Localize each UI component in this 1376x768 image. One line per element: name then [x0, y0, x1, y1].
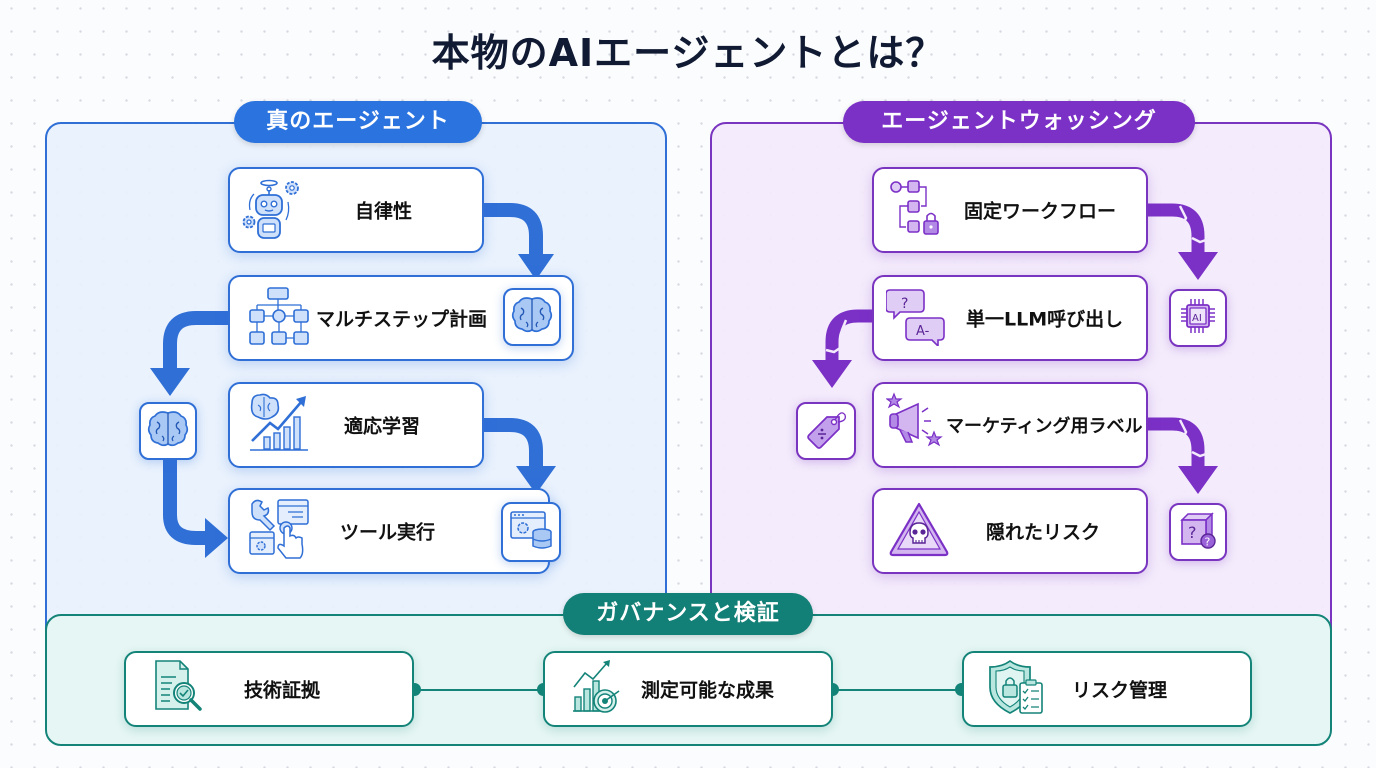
card-label: リスク管理 — [1072, 679, 1168, 702]
card-label: 適応学習 — [344, 415, 421, 438]
svg-text:?: ? — [1188, 523, 1197, 542]
connector-line — [414, 689, 544, 691]
price-tag-box — [796, 402, 856, 460]
card-marketing-label: マーケティング用ラベル — [872, 382, 1148, 468]
robot-icon — [242, 176, 304, 244]
card-label: 測定可能な成果 — [641, 679, 775, 702]
flowchart-icon — [248, 286, 310, 350]
card-tool-execution: ツール実行 — [228, 488, 550, 574]
brain-icon — [147, 410, 189, 452]
card-hidden-risk: 隠れたリスク — [872, 488, 1148, 574]
locked-workflow-icon — [888, 177, 950, 243]
chat-bubbles-icon: ? A- — [885, 286, 948, 350]
connector-line — [832, 689, 962, 691]
card-label: 単一LLM呼び出し — [966, 308, 1124, 331]
true-agent-header: 真のエージェント — [234, 101, 482, 143]
shield-checklist-icon — [988, 659, 1046, 719]
brain-icon — [511, 296, 553, 338]
card-single-llm-call: ? A- 単一LLM呼び出し — [872, 275, 1148, 361]
tool-server-box — [501, 502, 561, 562]
card-label: 自律性 — [355, 200, 413, 223]
card-technical-evidence: 技術証拠 — [124, 651, 414, 727]
card-risk-management: リスク管理 — [962, 651, 1252, 727]
svg-text:AI: AI — [1192, 313, 1202, 324]
ai-chip-box: AI — [1169, 289, 1227, 347]
governance-header: ガバナンスと検証 — [563, 593, 813, 635]
card-label: マーケティング用ラベル — [946, 416, 1143, 437]
planning-brain-box — [503, 288, 561, 346]
mystery-box-container: ? ? — [1169, 503, 1227, 561]
skull-warning-icon — [888, 501, 950, 561]
card-label: 技術証拠 — [244, 679, 321, 702]
brain-growth-chart-icon — [248, 393, 310, 457]
agent-washing-header: エージェントウォッシング — [843, 101, 1195, 143]
chart-target-icon — [571, 659, 627, 719]
mystery-box-icon: ? ? — [1178, 510, 1218, 554]
card-autonomy: 自律性 — [228, 167, 484, 253]
card-label: マルチステップ計画 — [316, 308, 488, 331]
document-search-icon — [152, 659, 206, 719]
card-label: ツール実行 — [340, 521, 436, 544]
server-database-icon — [509, 510, 553, 554]
svg-text:?: ? — [901, 296, 908, 312]
ai-chip-icon: AI — [1179, 297, 1217, 339]
card-fixed-workflow: 固定ワークフロー — [872, 167, 1148, 253]
card-adaptive-learning: 適応学習 — [228, 382, 484, 468]
card-label: 固定ワークフロー — [964, 200, 1117, 223]
price-tag-icon — [805, 409, 847, 453]
card-label: 隠れたリスク — [986, 521, 1101, 544]
svg-text:A-: A- — [916, 324, 930, 339]
megaphone-icon — [885, 392, 946, 458]
svg-text:?: ? — [1205, 536, 1211, 549]
page-title: 本物のAIエージェントとは？ — [431, 31, 945, 75]
card-measurable-results: 測定可能な成果 — [543, 651, 833, 727]
side-brain-box — [139, 402, 197, 460]
tool-click-icon — [248, 498, 310, 564]
